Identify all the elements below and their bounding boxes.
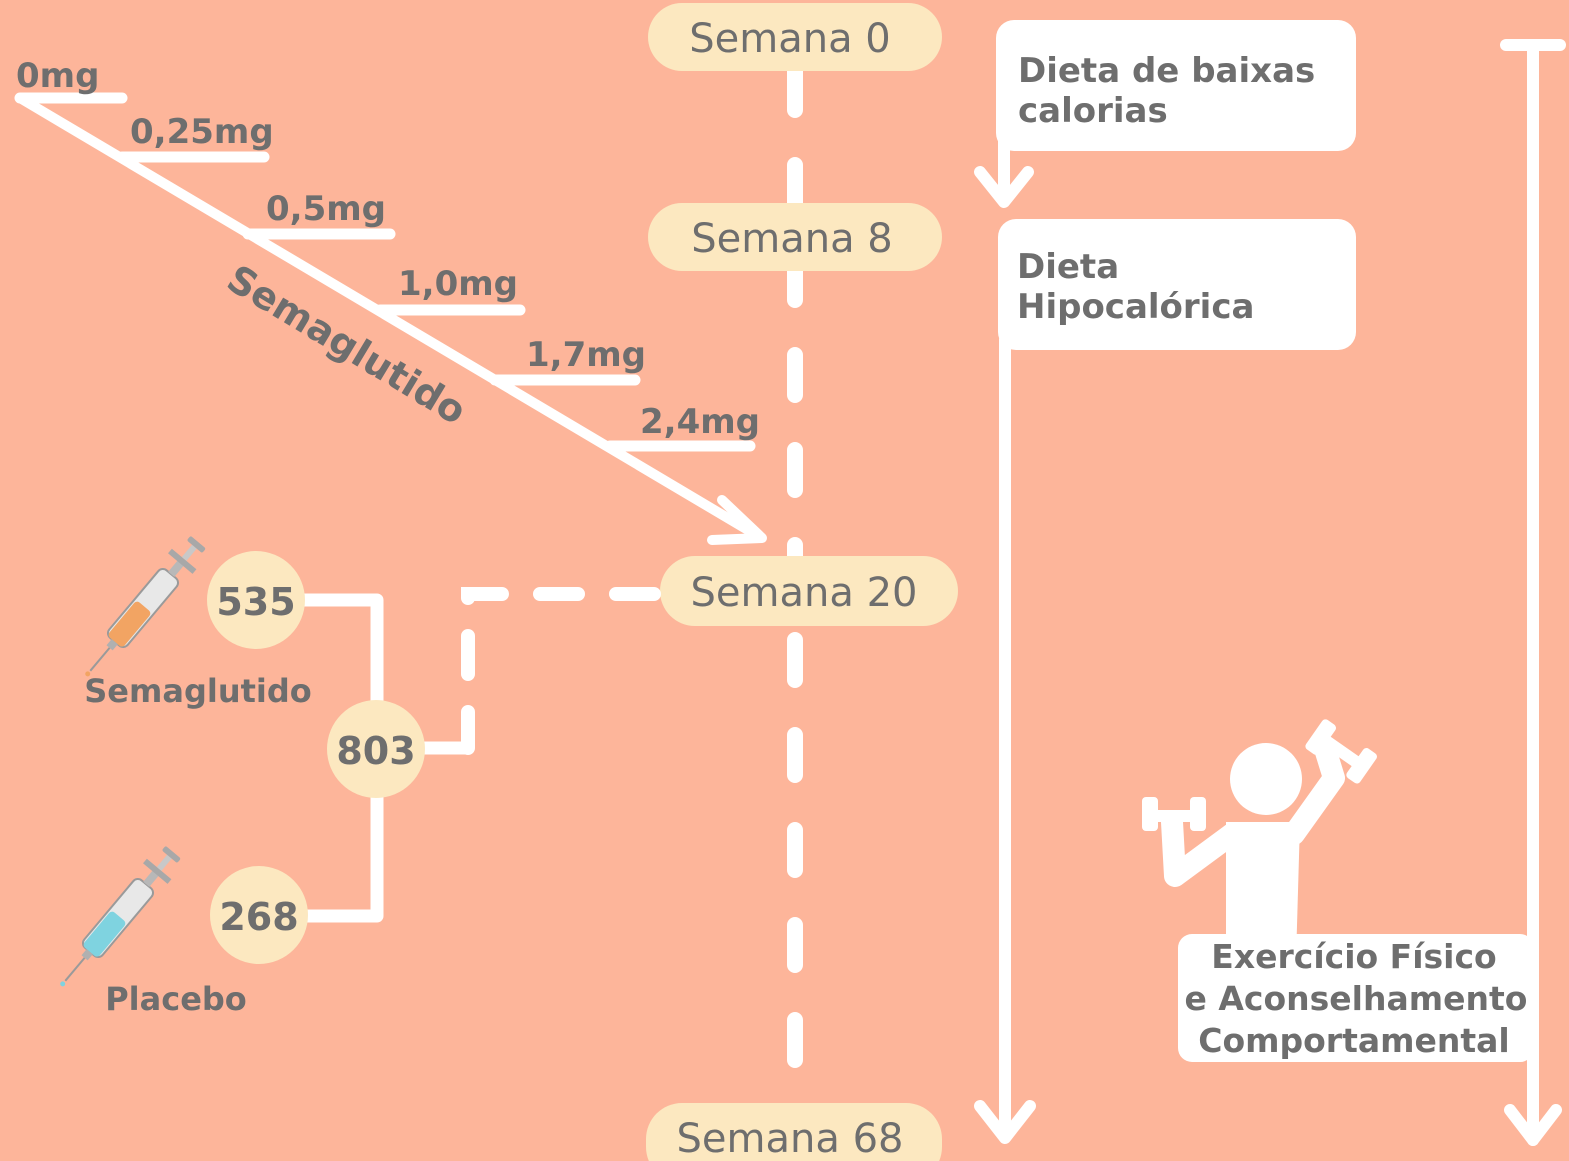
dose-label-3: 1,0mg [398, 264, 518, 304]
exercise-line-1: Exercício Físico [1211, 937, 1496, 976]
placebo-group-circle: 268 [210, 866, 308, 964]
low-calorie-diet-line-1: Dieta de baixas [1018, 51, 1315, 91]
dose-arrow-head [707, 495, 767, 545]
total-participants-circle: 803 [327, 700, 425, 798]
syringe-blue-icon [60, 846, 181, 987]
week20-connector [461, 587, 661, 755]
week-8-pill: Semana 8 [648, 203, 942, 271]
dose-label-0: 0mg [16, 56, 99, 96]
week-68-pill: Semana 68 [646, 1103, 942, 1161]
semaglutide-group-label: Semaglutido [84, 672, 312, 710]
syringe-orange-icon [85, 536, 206, 677]
down-arrow-icon [1504, 1104, 1562, 1146]
week-0-label: Semana 0 [689, 16, 891, 62]
week-8-label: Semana 8 [691, 216, 893, 262]
placebo-count: 268 [219, 895, 298, 939]
down-arrow-icon [974, 166, 1034, 208]
dose-diagonal-arrow [15, 93, 763, 541]
week-68-label: Semana 68 [677, 1116, 904, 1161]
hypocaloric-diet-line-1: Dieta [1017, 247, 1119, 287]
dose-escalation: 0mg 0,25mg 0,5mg 1,0mg 1,7mg 2,4mg Semag… [14, 56, 767, 545]
week-20-label: Semana 20 [691, 570, 918, 616]
hypocaloric-diet-line-2: Hipocalórica [1017, 287, 1254, 327]
exercise-line-2: e Aconselhamento [1185, 979, 1528, 1018]
low-calorie-diet-box: Dieta de baixas calorias [974, 20, 1356, 208]
dumbbell-exercise-icon [1142, 719, 1377, 960]
low-calorie-diet-line-2: calorias [1018, 91, 1168, 131]
exercise-counseling-box: Exercício Físico e Aconselhamento Compor… [1178, 934, 1534, 1062]
dose-label-4: 1,7mg [526, 335, 646, 375]
dose-label-5: 2,4mg [640, 402, 760, 442]
placebo-group-label: Placebo [105, 980, 247, 1018]
semaglutide-count: 535 [216, 580, 295, 624]
total-participants-count: 803 [336, 729, 415, 773]
week-0-pill: Semana 0 [648, 3, 942, 71]
dose-label-1: 0,25mg [130, 112, 274, 152]
semaglutide-group-circle: 535 [207, 551, 305, 649]
week-20-pill: Semana 20 [660, 556, 958, 626]
hypocaloric-diet-box: Dieta Hipocalórica [974, 219, 1356, 1144]
randomization-tree: 803 535 268 [207, 551, 475, 964]
down-arrow-icon [974, 1100, 1036, 1144]
exercise-line-3: Comportamental [1198, 1021, 1510, 1060]
dose-label-2: 0,5mg [266, 189, 386, 229]
